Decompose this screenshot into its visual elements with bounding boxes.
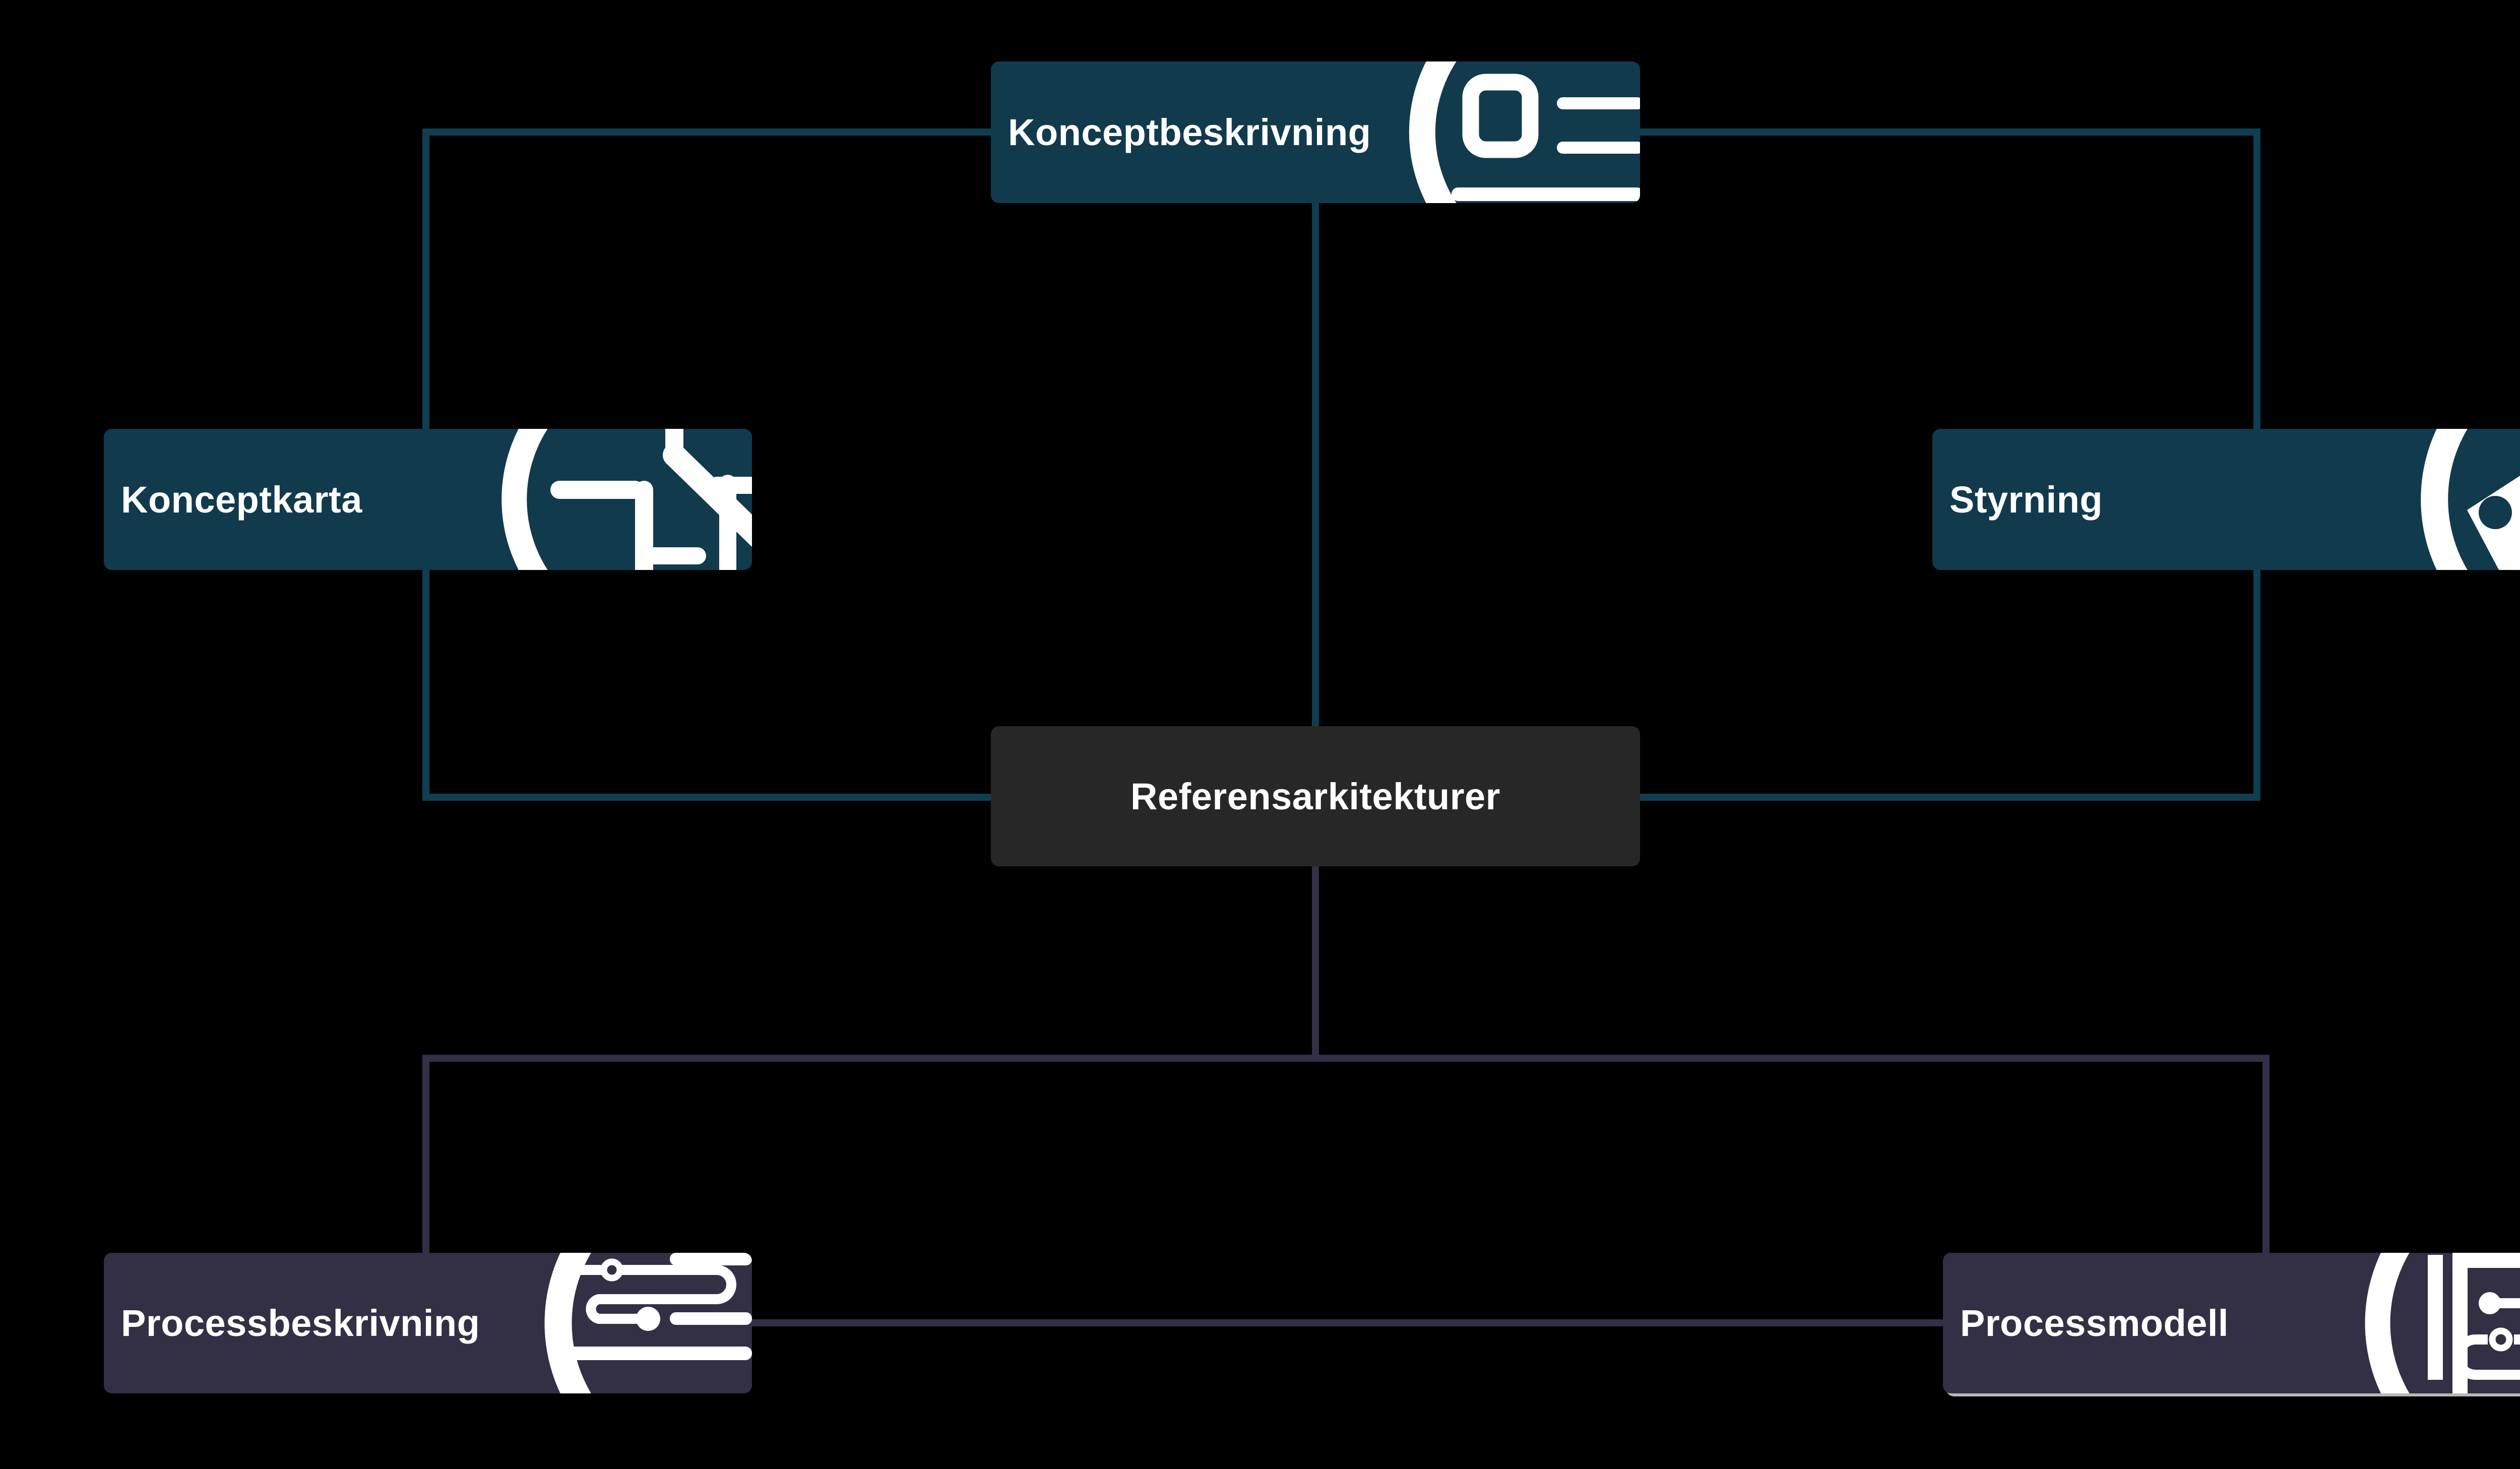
node-konceptkarta: Konceptkarta: [104, 429, 752, 570]
node-referensarkitekturer: Referensarkitekturer: [991, 726, 1640, 866]
node-styrning: Styrning: [1932, 429, 2520, 570]
node-konceptbeskrivning-label: Konceptbeskrivning: [1008, 111, 1371, 153]
node-processbeskrivning: Processbeskrivning: [104, 1253, 752, 1393]
circuit-icon: [544, 1253, 752, 1393]
id-card-icon: [1409, 61, 1640, 203]
node-styrning-label: Styrning: [1949, 478, 2103, 521]
connector-processbeskrivning-processmodell-horizontal: [752, 1319, 1943, 1326]
connector-right-to-referensarkitekturer-horizontal: [1640, 794, 2260, 801]
connector-bus-processbeskrivning-vertical: [422, 1055, 429, 1253]
connector-konceptbeskrivning-right-horizontal: [1640, 129, 2260, 136]
flow-icon: [2365, 1253, 2520, 1393]
node-processbeskrivning-label: Processbeskrivning: [121, 1302, 480, 1344]
compass-icon: [2421, 429, 2520, 570]
connector-bottom-bus-horizontal: [422, 1055, 2270, 1062]
node-processmodell: Processmodell: [1943, 1253, 2520, 1393]
connector-konceptbeskrivning-left-horizontal: [422, 129, 991, 136]
connector-referensarkitekturer-bus-vertical: [1312, 866, 1319, 1062]
node-processmodell-label: Processmodell: [1960, 1302, 2229, 1344]
node-konceptbeskrivning: Konceptbeskrivning: [991, 61, 1640, 203]
map-icon: [501, 429, 752, 570]
connector-left-to-referensarkitekturer-horizontal: [422, 794, 991, 801]
connector-bus-processmodell-vertical: [2262, 1055, 2270, 1253]
node-referensarkitekturer-label: Referensarkitekturer: [1130, 775, 1500, 817]
connector-konceptbeskrivning-referensarkitekturer-vertical: [1312, 203, 1319, 726]
node-konceptkarta-label: Konceptkarta: [121, 478, 362, 521]
